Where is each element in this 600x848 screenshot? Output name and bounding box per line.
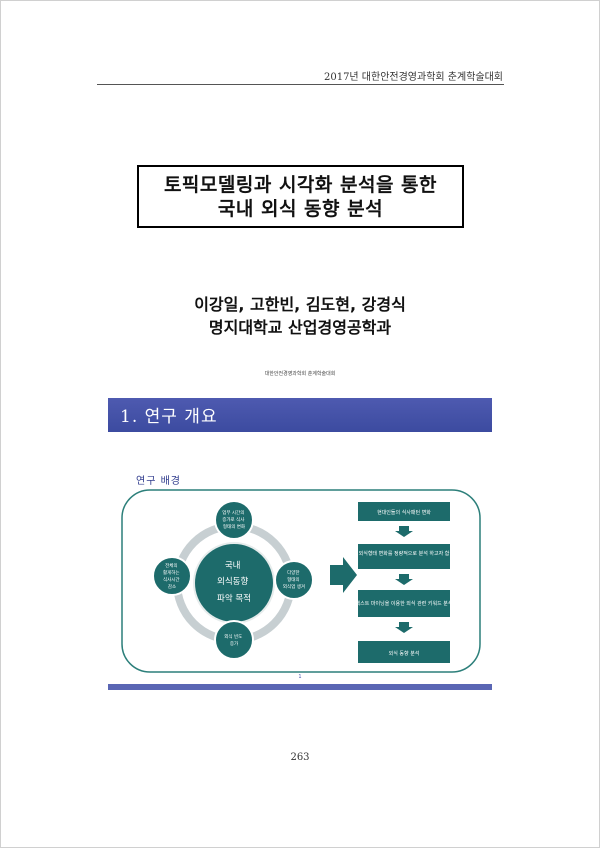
header-rule	[97, 84, 504, 85]
research-background-diagram: 국내 외식동향 파악 목적 업무 시간의 증가로 식사 형태의 변화 다양한 형…	[121, 489, 481, 673]
satellite-top	[214, 500, 254, 540]
embedded-slide: 1. 연구 개요 연구 배경 국내 외식동향 파악 목적 업무 시간의 증가로 …	[108, 398, 492, 690]
author-block: 이강일, 고한빈, 김도현, 강경식 명지대학교 산업경영공학과	[0, 293, 600, 339]
flow-arrow-down-2	[395, 574, 413, 585]
slide-footer-bar	[108, 684, 492, 690]
diagram-frame	[121, 489, 481, 673]
slide-title: 1. 연구 개요	[120, 407, 218, 427]
title-line-2: 국내 외식 동향 분석	[217, 198, 384, 220]
author-names: 이강일, 고한빈, 김도현, 강경식	[194, 295, 406, 314]
title-line-1: 토픽모델링과 시각화 분석을 통한	[163, 174, 438, 196]
author-affiliation: 명지대학교 산업경영공학과	[208, 318, 392, 337]
flow-box-3-label: 텍스트 마이닝을 이용한 외식 관련 키워드 분석	[356, 600, 453, 607]
slide-title-band: 1. 연구 개요	[108, 398, 492, 432]
flow-box-3	[358, 590, 450, 617]
center-line-1: 국내	[225, 561, 241, 571]
center-line-3: 파악 목적	[217, 593, 251, 604]
center-label: 국내 외식동향 파악 목적	[217, 561, 251, 604]
flow-box-2	[358, 544, 450, 569]
flow-arrow-down-1	[395, 526, 413, 537]
satellite-right	[274, 560, 314, 600]
paper-title-box: 토픽모델링과 시각화 분석을 통한 국내 외식 동향 분석	[137, 165, 464, 228]
conference-header: 2017년 대한안전경영과학회 춘계학술대회	[323, 72, 503, 83]
slide-page-number: 1	[298, 674, 302, 680]
satellite-top-label: 업무 시간의 증가로 식사 형태의 변화	[222, 509, 246, 530]
flow-box-1	[358, 502, 450, 521]
flow-arrow-down-3	[395, 622, 413, 633]
flow-box-4-label: 외식 동향 분석	[389, 650, 420, 657]
satellite-bottom-label: 외식 빈도 증가	[224, 633, 243, 647]
conference-note: 대한안전경영과학회 춘계학술대회	[264, 371, 336, 377]
flow-box-1-label: 현대인들의 식사패턴 변화	[377, 509, 431, 516]
flow-arrow-right	[330, 557, 357, 593]
center-line-2: 외식동향	[217, 576, 248, 587]
flow-box-2-label: 외식형태 변화를 정량적으로 분석 하고자 함	[359, 550, 450, 557]
page-number: 263	[290, 752, 310, 763]
satellite-left	[152, 556, 192, 596]
flow-box-3-text: 텍스트 마이닝을 이용한 외식 관련 키워드 분석	[356, 600, 453, 607]
flow-box-4	[358, 641, 450, 663]
satellite-bottom	[214, 620, 254, 660]
slide-subtitle: 연구 배경	[136, 476, 181, 487]
satellite-left-label: 전체의 활게하는 식사시간 감소	[163, 562, 181, 590]
satellite-right-label: 다양한 형태의 외식업 생겨	[283, 569, 305, 590]
flow-box-2-text: 외식형태 변화를 정량적으로 분석 하고자 함	[359, 550, 450, 557]
